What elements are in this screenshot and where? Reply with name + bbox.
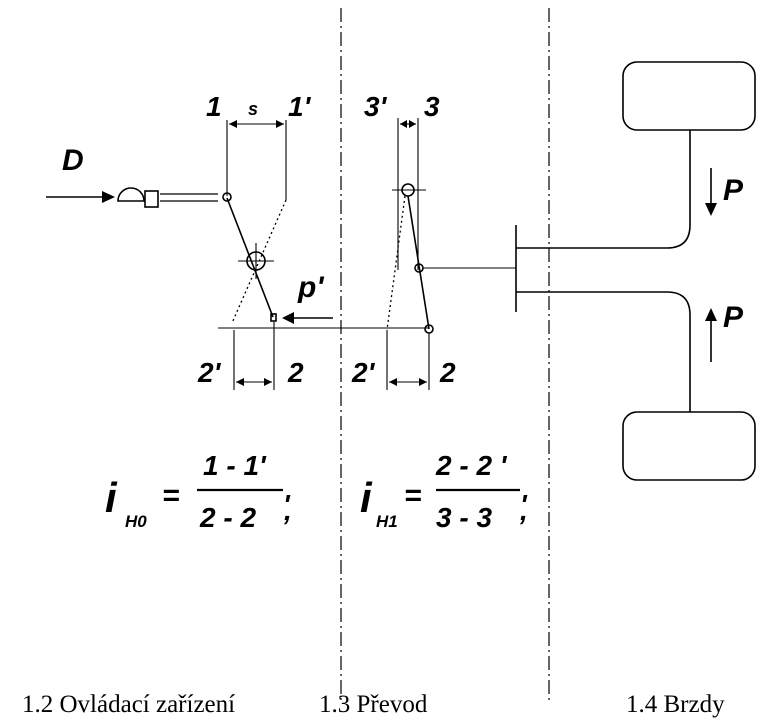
transmission-lever xyxy=(407,195,430,330)
force-d-label: D xyxy=(62,144,84,177)
pedal-pivot xyxy=(238,243,274,279)
formula-ih1-eq: = xyxy=(404,479,422,512)
force-p-bottom-arrow xyxy=(705,308,717,362)
dimension-3 xyxy=(400,120,416,128)
formula-ih0-den: 2 - 2 xyxy=(199,502,256,533)
formula-ih1-num: 2 - 2 ' xyxy=(435,450,508,481)
label-point-1: 1 xyxy=(206,91,222,122)
dimension-s xyxy=(229,120,284,128)
pedal-pad xyxy=(117,187,159,208)
formula-ih0-mark: ' xyxy=(283,489,291,520)
formula-ih1-sub: H1 xyxy=(376,512,398,531)
force-p-top-arrow xyxy=(705,168,717,216)
formula-ih1-i: i xyxy=(360,474,373,521)
label-point-3: 3 xyxy=(424,91,440,122)
caption-transmission: 1.3 Převod xyxy=(319,691,428,718)
formula-ih0-sub: H0 xyxy=(125,512,147,531)
force-d-arrow xyxy=(46,191,115,203)
force-p-top-label: P xyxy=(723,174,744,207)
force-p-label: p' xyxy=(297,271,324,304)
caption-controls: 1.2 Ovládací zařízení xyxy=(22,691,235,718)
dimension-mid-2 xyxy=(389,378,427,386)
pedal-lever-displaced xyxy=(231,199,287,324)
label-left-2: 2 xyxy=(287,357,304,388)
label-left-2p: 2' xyxy=(197,357,222,388)
force-p-bottom-label: P xyxy=(723,301,744,334)
caption-brakes: 1.4 Brzdy xyxy=(626,691,725,718)
label-stroke-s: s xyxy=(248,99,258,119)
formula-ih1-den: 3 - 3 xyxy=(436,502,492,533)
formula-ih0-comma: , xyxy=(283,495,292,526)
pedal-lever xyxy=(226,197,274,318)
formula-ih1-mark: ' xyxy=(520,489,528,520)
formula-ih1-comma: , xyxy=(519,495,528,526)
pedal-top-joint xyxy=(222,192,232,202)
label-point-3p: 3' xyxy=(364,91,388,122)
formula-ih0-num: 1 - 1' xyxy=(203,450,267,481)
force-p-arrow xyxy=(282,312,333,324)
formula-ih0: i H0 = 1 - 1' 2 - 2 ' , xyxy=(105,450,292,533)
dimension-left-2 xyxy=(236,378,272,386)
formula-ih0-i: i xyxy=(105,474,118,521)
push-rod xyxy=(160,193,218,202)
label-mid-2: 2 xyxy=(439,357,456,388)
pedal-bottom-joint xyxy=(270,313,277,322)
transmission-pivot xyxy=(392,183,426,197)
transmission-lever-displaced xyxy=(386,195,406,331)
brake-drum-top xyxy=(622,61,756,131)
formula-ih1: i H1 = 2 - 2 ' 3 - 3 ' , xyxy=(360,450,528,533)
brake-shoe-bottom-arm xyxy=(516,291,691,412)
brake-drum-bottom xyxy=(622,411,756,481)
label-point-1p: 1' xyxy=(288,91,312,122)
label-mid-2p: 2' xyxy=(351,357,376,388)
formula-ih0-eq: = xyxy=(162,479,180,512)
brake-shoe-top-arm xyxy=(516,130,691,249)
